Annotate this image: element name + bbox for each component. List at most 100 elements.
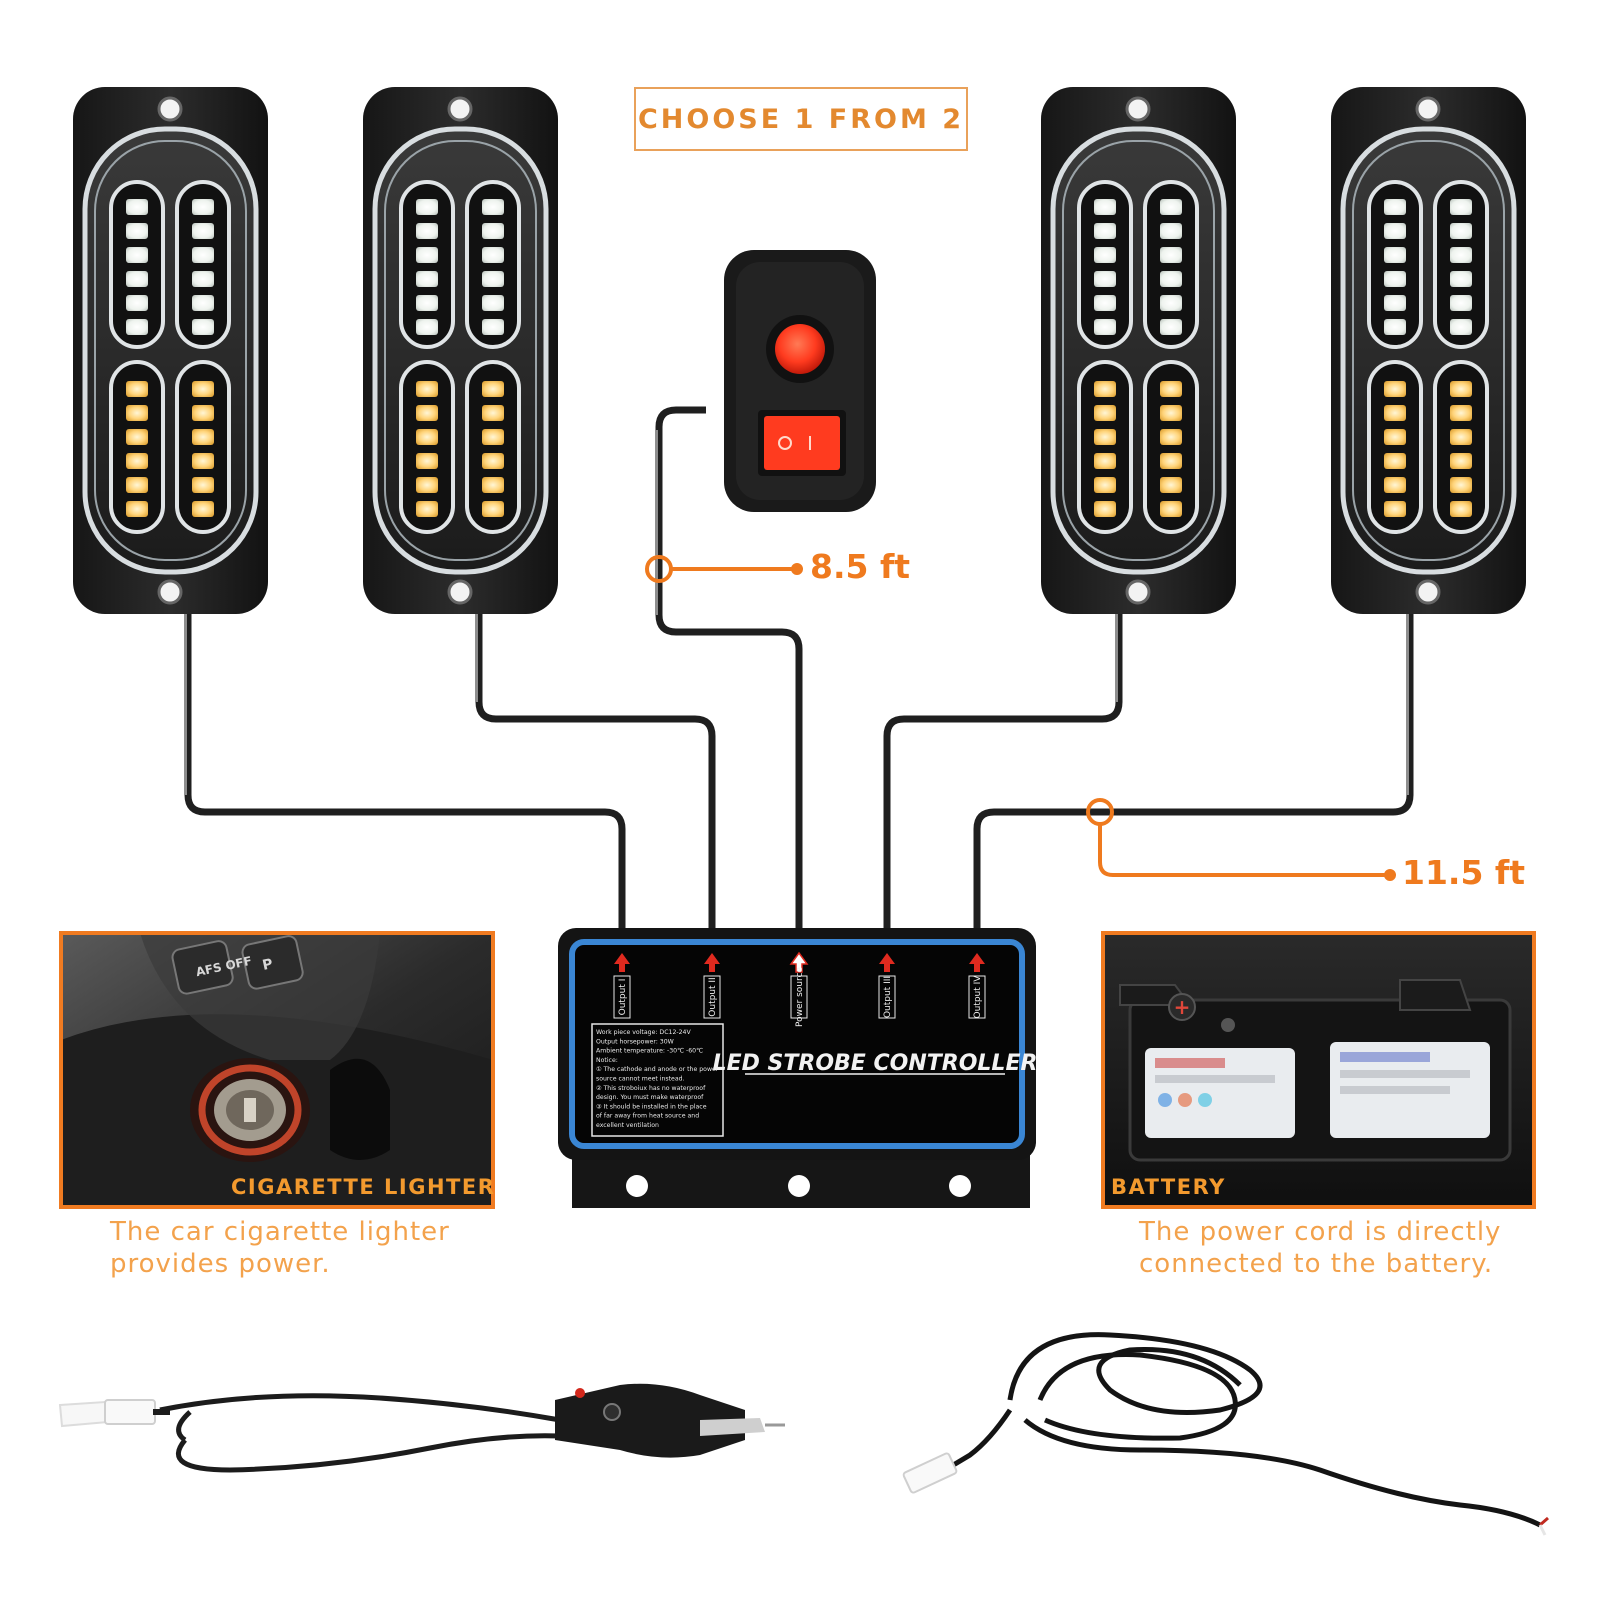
led-amber (126, 381, 148, 397)
led-white (1160, 199, 1182, 215)
led-amber (192, 381, 214, 397)
led-white (192, 247, 214, 263)
led-amber (1384, 453, 1406, 469)
led-amber (1450, 477, 1472, 493)
led-white (482, 271, 504, 287)
led-white (416, 247, 438, 263)
led-amber (126, 477, 148, 493)
port-label: Output II (708, 977, 718, 1016)
led-amber (1094, 477, 1116, 493)
led-white (1450, 247, 1472, 263)
spec-line: ② This stroboiux has no waterproof (596, 1085, 706, 1092)
lighter-caption-line-1: The car cigarette lighter (110, 1217, 450, 1247)
led-amber (192, 453, 214, 469)
wire-light-4 (973, 612, 1414, 930)
led-white (1094, 223, 1116, 239)
port-label: Output III (883, 976, 893, 1018)
lighter-power-cord (58, 1383, 785, 1473)
led-white (1450, 319, 1472, 335)
led-amber (1450, 453, 1472, 469)
spec-line: Ambient temperature: -30℃ -60℃ (596, 1048, 703, 1055)
battery-frame (1101, 931, 1536, 1209)
led-amber (482, 381, 504, 397)
strobe-light-2 (363, 87, 558, 614)
svg-text:P: P (261, 956, 274, 974)
led-amber (482, 405, 504, 421)
choose-option-label: CHOOSE 1 FROM 2 (634, 87, 968, 151)
wire-switch (655, 406, 803, 930)
port-label: Output I (618, 979, 628, 1016)
led-amber (1450, 429, 1472, 445)
port-arrow-icon (879, 953, 895, 972)
led-white (1384, 247, 1406, 263)
led-white (1384, 295, 1406, 311)
led-white (482, 199, 504, 215)
led-amber (482, 453, 504, 469)
led-white (482, 223, 504, 239)
led-amber (416, 501, 438, 517)
led-white (1094, 271, 1116, 287)
led-amber (416, 381, 438, 397)
led-amber (1094, 501, 1116, 517)
led-white (482, 295, 504, 311)
led-amber (1094, 429, 1116, 445)
led-white (416, 223, 438, 239)
led-amber (1450, 405, 1472, 421)
led-white (1160, 319, 1182, 335)
led-white (1450, 223, 1472, 239)
switch-cable-length: 8.5 ft (810, 547, 911, 586)
power-toggle-icon[interactable] (764, 416, 840, 470)
spec-line: excellent ventilation (596, 1122, 659, 1129)
led-white (1094, 295, 1116, 311)
led-amber (1450, 381, 1472, 397)
led-amber (482, 429, 504, 445)
controller-title: LED STROBE CONTROLLER (713, 1051, 1038, 1076)
led-white (416, 319, 438, 335)
led-white (126, 295, 148, 311)
spec-line: Output horsepower: 30W (596, 1038, 674, 1045)
battery-photo: + (1103, 933, 1534, 1207)
battery-caption: The power cord is directly connected to … (1139, 1216, 1501, 1280)
wire-light-3 (883, 612, 1123, 930)
battery-cord-connector (902, 1452, 958, 1494)
led-amber (126, 405, 148, 421)
rocker-switch[interactable] (724, 250, 876, 512)
led-amber (1160, 477, 1182, 493)
led-amber (126, 501, 148, 517)
led-white (192, 295, 214, 311)
led-amber (1384, 477, 1406, 493)
led-white (126, 247, 148, 263)
strobe-light-3 (1041, 87, 1236, 614)
led-amber (416, 477, 438, 493)
led-amber (1160, 381, 1182, 397)
led-white (1094, 199, 1116, 215)
led-white (1384, 271, 1406, 287)
led-white (126, 271, 148, 287)
port-arrow-icon (789, 951, 809, 973)
led-white (416, 199, 438, 215)
battery-caption-line-1: The power cord is directly (1139, 1217, 1502, 1247)
led-amber (1094, 381, 1116, 397)
led-white (1384, 319, 1406, 335)
led-amber (1094, 405, 1116, 421)
led-amber (416, 429, 438, 445)
cigarette-lighter-frame (59, 931, 495, 1209)
led-white (482, 247, 504, 263)
port-label: Power source (795, 967, 805, 1027)
led-amber (1160, 429, 1182, 445)
strobe-light-1 (73, 87, 268, 614)
led-white (416, 295, 438, 311)
lighter-caption: The car cigarette lighter provides power… (110, 1216, 450, 1280)
spec-line: of far away from heat source and (596, 1113, 699, 1120)
led-white (126, 319, 148, 335)
lighter-caption-line-2: provides power. (110, 1249, 331, 1279)
light-cable-length: 11.5 ft (1402, 853, 1526, 892)
led-amber (1384, 381, 1406, 397)
led-amber (482, 501, 504, 517)
port-arrow-icon (614, 953, 630, 972)
spec-line: ③ It should be installed in the place (596, 1103, 707, 1110)
led-amber (1384, 501, 1406, 517)
led-amber (416, 405, 438, 421)
